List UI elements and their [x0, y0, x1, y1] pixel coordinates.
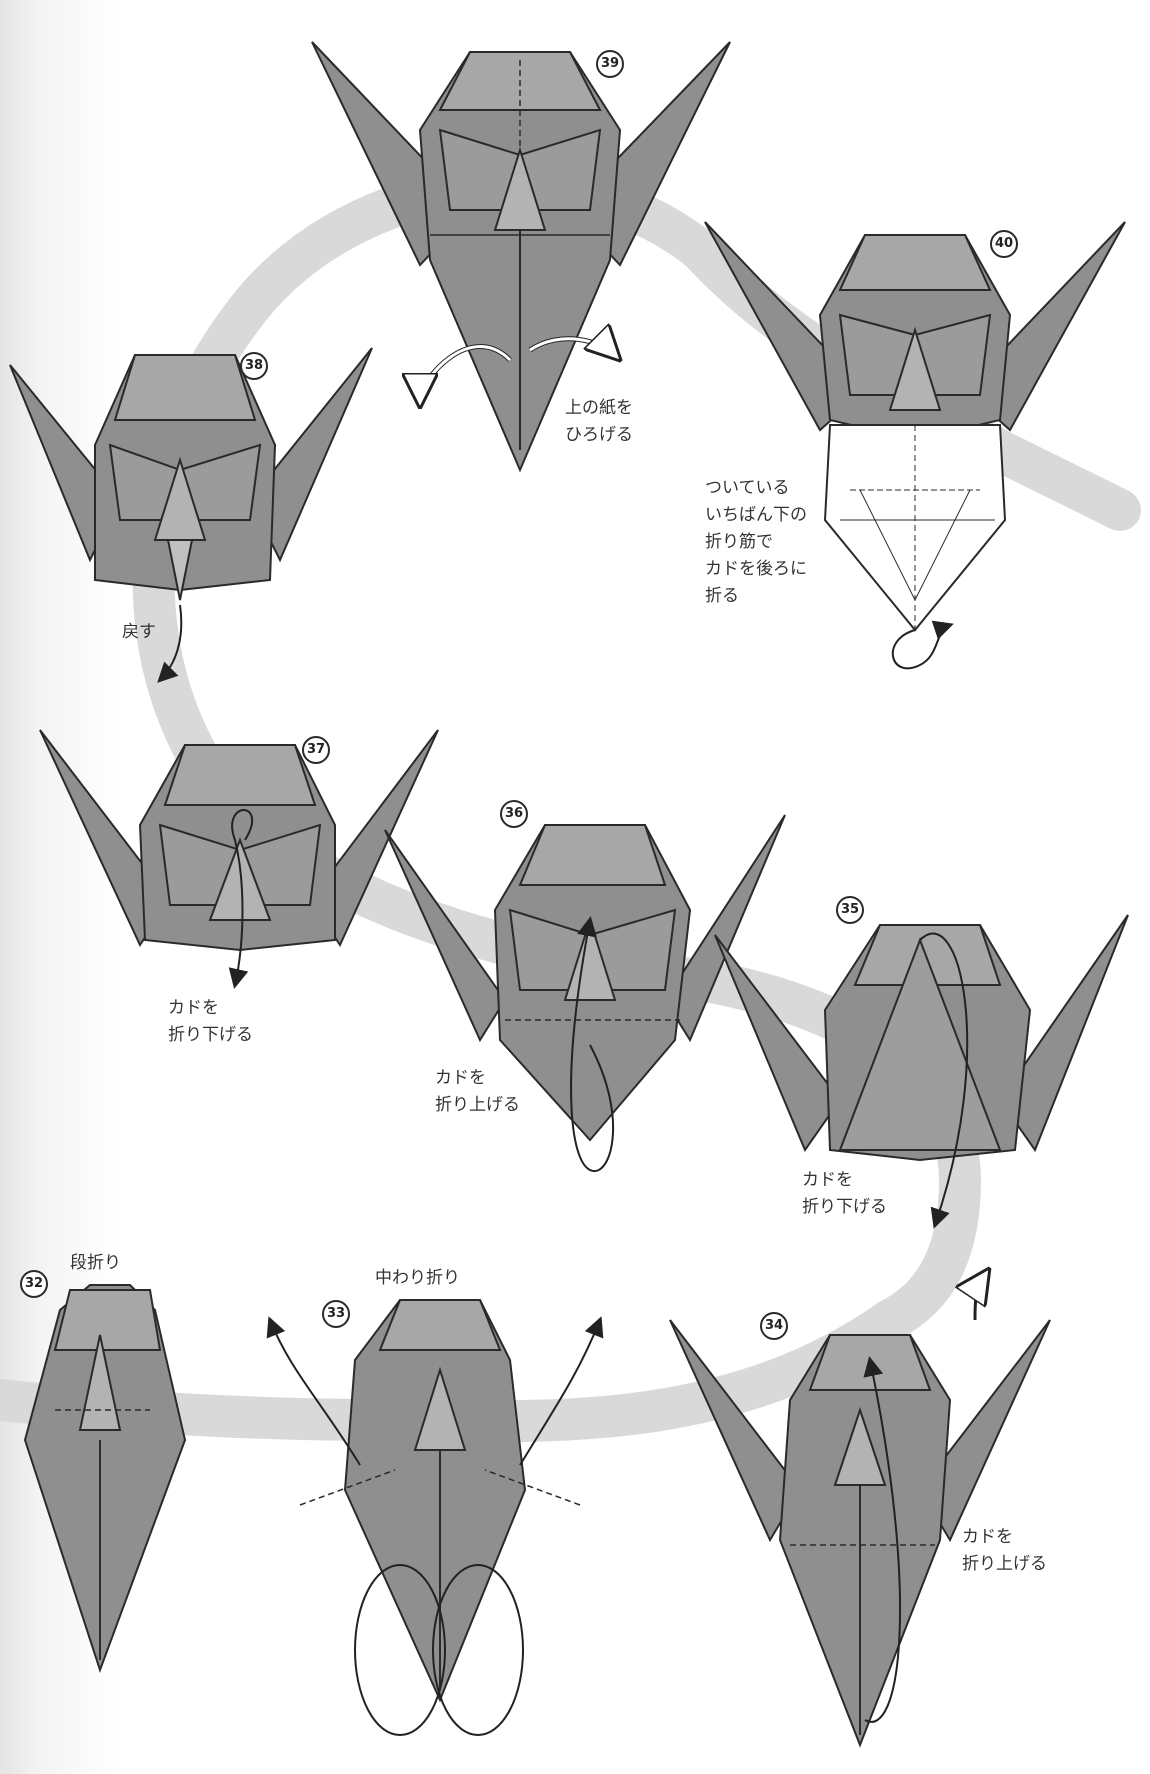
step-number-39: 39 [596, 50, 624, 78]
step-39-figure [311, 41, 731, 473]
step-35-label: カドを 折り下げる [802, 1170, 887, 1217]
step-40-figure [704, 221, 1126, 670]
step-39-label: 上の紙を ひろげる [565, 398, 633, 445]
step-number-36: 36 [500, 800, 528, 828]
step-number-33: 33 [322, 1300, 350, 1328]
step-number-35: 35 [836, 896, 864, 924]
step-number-32: 32 [20, 1270, 48, 1298]
step-33-figure [266, 1299, 604, 1736]
step-number-37: 37 [302, 736, 330, 764]
step-34-figure [669, 1275, 1051, 1748]
step-37-label: カドを 折り下げる [168, 998, 253, 1045]
step-34-label: カドを 折り上げる [962, 1527, 1047, 1574]
step-36-label: カドを 折り上げる [435, 1068, 520, 1115]
step-32-figure [23, 1284, 187, 1674]
step-38-figure [9, 347, 373, 683]
step-number-34: 34 [760, 1312, 788, 1340]
step-37-figure [39, 729, 439, 989]
step-33-label: 中わり折り [375, 1268, 460, 1288]
step-38-label: 戻す [122, 622, 156, 642]
step-32-label: 段折り [70, 1253, 121, 1273]
step-40-label: ついている いちばん下の 折り筋で カドを後ろに 折る [705, 478, 807, 606]
step-35-figure [714, 914, 1129, 1229]
step-36-figure [384, 814, 786, 1173]
step-number-38: 38 [240, 352, 268, 380]
step-number-40: 40 [990, 230, 1018, 258]
